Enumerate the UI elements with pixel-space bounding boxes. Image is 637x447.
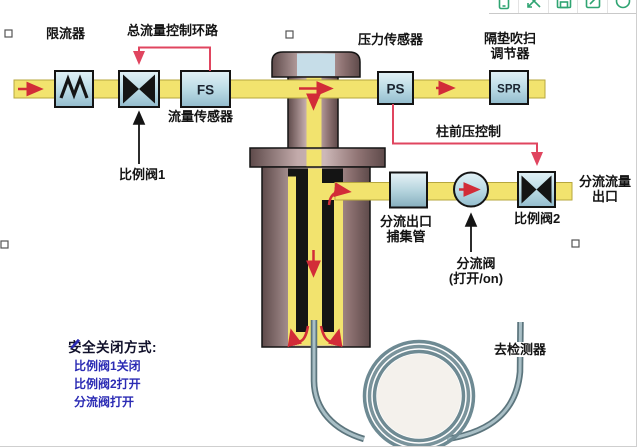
- label-septum-purge-regulator: 隔垫吹扫 调节器: [483, 31, 536, 61]
- resize-arrows-icon[interactable]: [519, 0, 549, 13]
- selection-handle[interactable]: [0, 240, 9, 249]
- septum-purge-regulator-box: SPR: [489, 70, 529, 105]
- label-prop-valve1: 比例阀1: [119, 167, 166, 182]
- label-flow-sensor: 流量传感器: [168, 109, 234, 124]
- save-icon[interactable]: [549, 0, 579, 13]
- flow-arrows: [18, 80, 481, 348]
- flow-sensor-box: FS: [180, 70, 231, 108]
- column-head-pressure-line: [392, 104, 543, 166]
- label-to-detector: 去检测器: [492, 342, 549, 357]
- septum-cap: [271, 51, 361, 78]
- label-prop-valve2: 比例阀2: [514, 211, 561, 226]
- injector-body: [249, 147, 386, 348]
- safety-shutdown-note: 安全关闭方式: 比例阀1关闭 比例阀2打开 分流阀打开: [68, 336, 157, 410]
- selection-handle[interactable]: [285, 30, 294, 39]
- pressure-sensor-box: PS: [377, 71, 414, 105]
- control-lines: [133, 46, 543, 166]
- safety-item: 分流阀打开: [68, 339, 157, 410]
- label-split-vent-trap: 分流出口 捕集管: [379, 214, 432, 244]
- selection-handles: [0, 29, 580, 249]
- label-pressure-sensor: 压力传感器: [358, 32, 424, 47]
- safety-item: 比例阀2打开: [68, 339, 157, 392]
- more-icon[interactable]: [608, 0, 636, 13]
- liner-seal-right: [322, 168, 343, 184]
- liner-seal-left: [288, 168, 308, 177]
- svg-text:PS: PS: [386, 82, 404, 97]
- proportional-valve-1: [118, 70, 160, 108]
- selection-handle[interactable]: [4, 29, 13, 38]
- liner-wall-right: [322, 200, 334, 332]
- proportional-valve-2: [517, 171, 556, 208]
- pointer-arrows: [132, 110, 478, 252]
- label-total-flow-loop: 总流量控制环路: [127, 23, 219, 38]
- viewer-toolbar: [489, 0, 636, 14]
- mobile-icon[interactable]: [489, 0, 519, 13]
- label-split-valve: 分流阀 (打开/on): [448, 256, 504, 286]
- capillary-column: [310, 320, 524, 446]
- label-restrictor: 限流器: [46, 26, 86, 41]
- liner-wall-left: [296, 176, 308, 332]
- safety-item: 比例阀1关闭: [68, 339, 157, 374]
- split-vent-trap: [389, 171, 428, 209]
- restrictor-symbol: [54, 70, 94, 108]
- label-split-flow-outlet: 分流流量 出口: [578, 174, 631, 204]
- selection-handle[interactable]: [571, 239, 580, 248]
- pen-icon: [70, 339, 80, 349]
- total-flow-control-loop-line: [133, 46, 211, 71]
- safety-title: 安全关闭方式:: [68, 340, 157, 355]
- label-column-head-pressure: 柱前压控制: [436, 124, 502, 139]
- edit-icon[interactable]: [578, 0, 609, 13]
- column-coil: [362, 339, 476, 446]
- svg-text:SPR: SPR: [497, 84, 521, 96]
- svg-text:FS: FS: [197, 83, 214, 98]
